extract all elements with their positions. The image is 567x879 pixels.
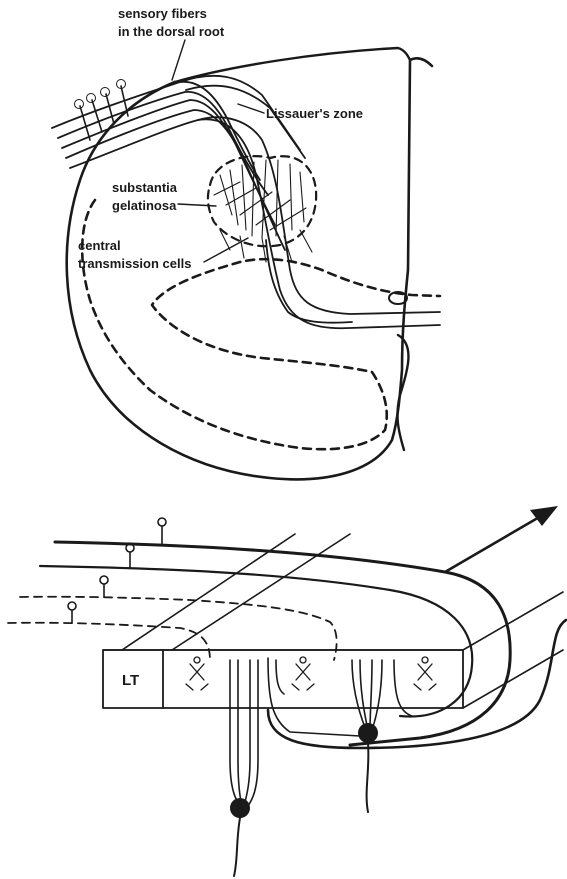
transmission-cell-lower (230, 798, 250, 818)
grey-matter-boundary (82, 200, 440, 449)
axon-upper (367, 743, 369, 812)
afferent-cell-knobs (68, 518, 166, 623)
transmission-cell-upper (358, 723, 378, 743)
ascending-arrowhead (530, 506, 558, 526)
label-sensory-fibers-1: sensory fibers (118, 6, 207, 21)
label-central-2: transmission cells (78, 256, 191, 271)
label-lissauer: Lissauer's zone (266, 106, 363, 121)
block-top-face (103, 592, 563, 650)
label-central-1: central (78, 238, 121, 253)
leader-substantia (178, 204, 216, 206)
afferent-fiber-1 (55, 542, 510, 745)
afferent-fiber-4 (8, 623, 210, 660)
leader-sensory-fibers (172, 40, 185, 80)
left-terminal-fibers (230, 658, 360, 806)
transmission-cell-axon (266, 240, 352, 323)
ascending-fiber-loop (445, 512, 548, 572)
label-substantia-2: gelatinosa (112, 198, 177, 213)
right-terminal-fibers (352, 660, 412, 730)
sg-cells (186, 657, 436, 690)
top-fiber-left (122, 534, 295, 650)
substantia-gelatinosa-region (208, 156, 316, 262)
label-substantia-1: substantia (112, 180, 178, 195)
lissauer-tract-block-diagram: LT (8, 506, 566, 876)
spinal-cord-diagram: sensory fibers in the dorsal root Lissau… (52, 6, 440, 479)
label-sensory-fibers-2: in the dorsal root (118, 24, 225, 39)
axon-lower (234, 818, 240, 876)
label-lt: LT (122, 672, 139, 689)
block-front-face (103, 650, 463, 708)
cord-top-edge (175, 48, 410, 82)
leader-lissauer (238, 104, 264, 113)
outer-loop-fiber (268, 620, 566, 748)
afferent-fiber-2 (40, 566, 472, 717)
